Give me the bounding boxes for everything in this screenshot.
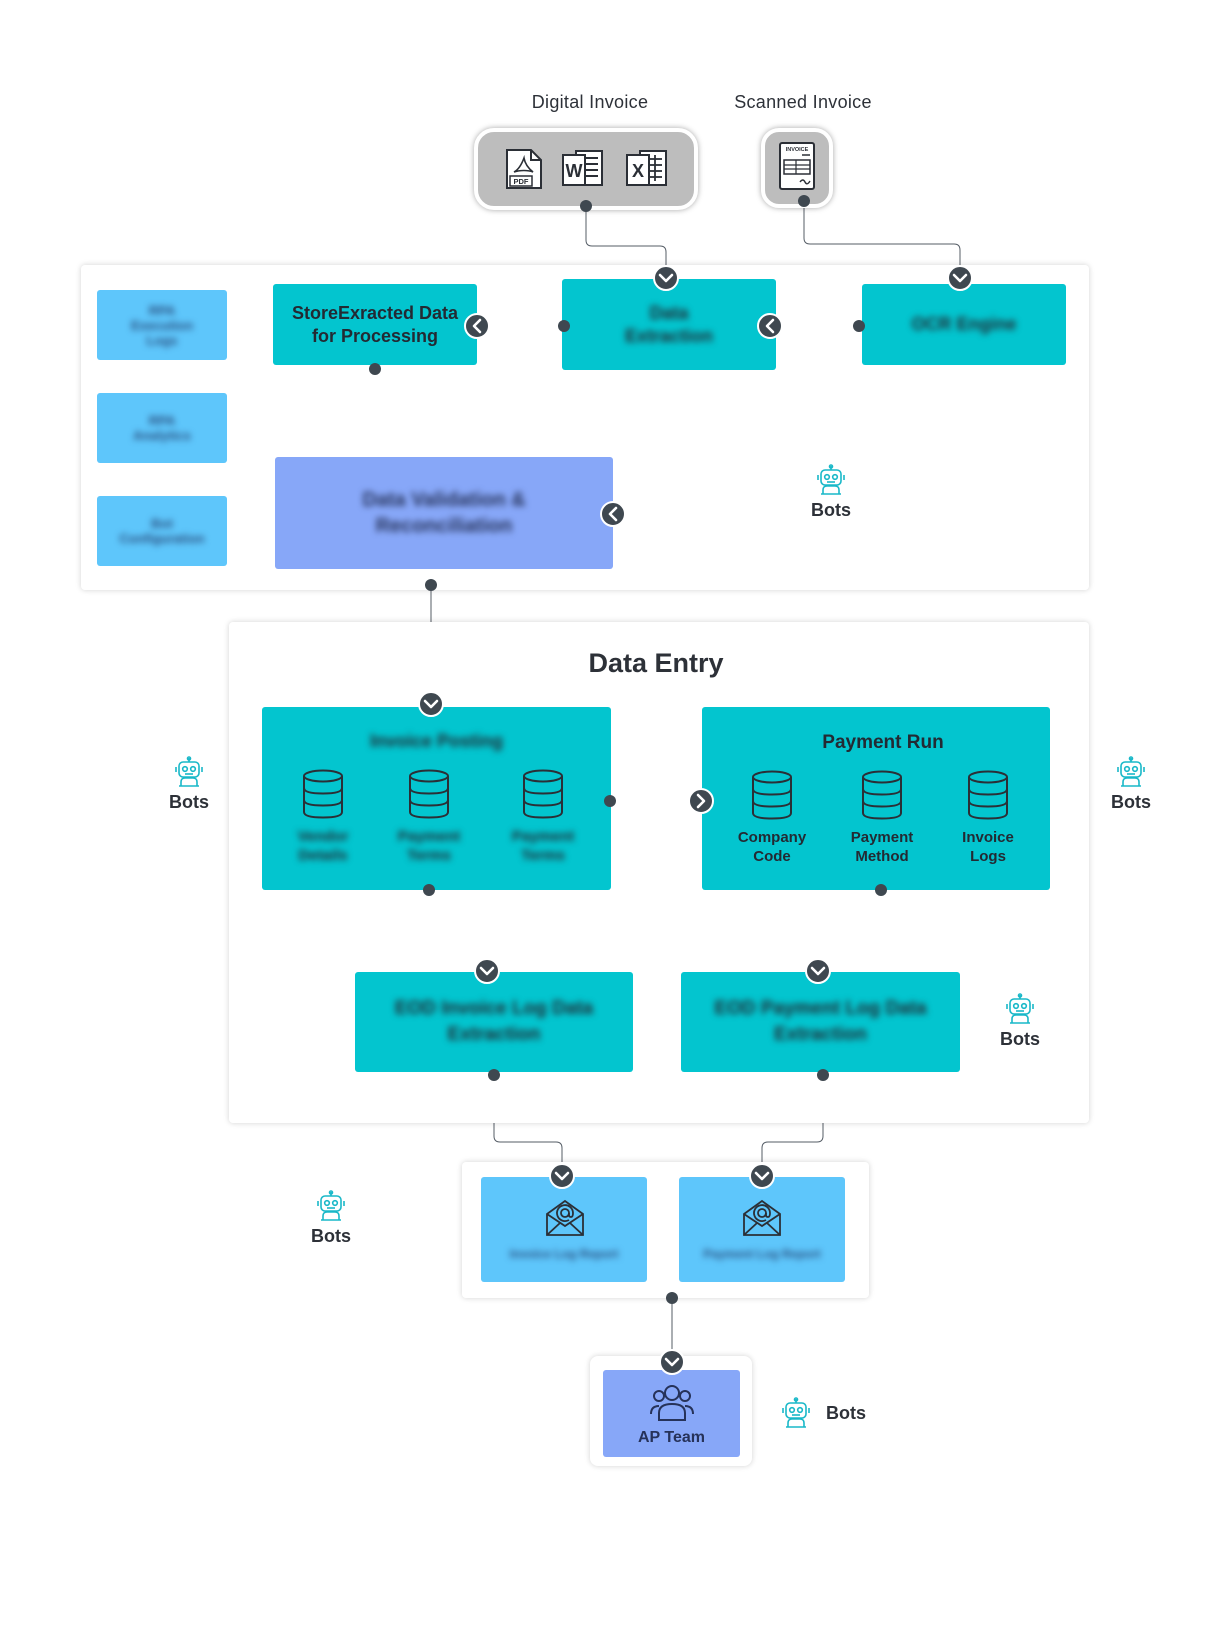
ocr-engine-label: OCR Engine — [911, 314, 1017, 334]
robot-icon — [317, 1190, 345, 1221]
word-document-icon: W — [562, 150, 603, 186]
ocr-engine-box: OCR Engine — [862, 284, 1066, 365]
pdf-file-icon: PDF — [506, 149, 542, 189]
invoice-log-report-label: Invoice Log Report — [509, 1247, 619, 1261]
bots-data-entry-inner: Bots — [985, 993, 1055, 1050]
database-icon — [968, 770, 1008, 820]
invoice-logs-item: Invoice Logs — [943, 770, 1033, 866]
vendor-details-item: Vendor Details — [278, 769, 368, 865]
invoice-posting-title: Invoice Posting — [369, 731, 504, 751]
bots-label: Bots — [826, 1403, 866, 1423]
payment-method-item: Payment Method — [837, 770, 927, 866]
excel-sheet-icon: X — [626, 150, 667, 186]
database-icon — [303, 769, 343, 819]
item-label: Company Code — [737, 829, 807, 865]
bots-data-entry-right: Bots — [1096, 756, 1166, 813]
invoice-posting-box: Invoice Posting Vendor Details Payment T… — [262, 707, 611, 890]
word-letter: W — [566, 161, 583, 181]
digital-invoice-label: Digital Invoice — [531, 92, 649, 112]
sidebar-item-bot-configuration[interactable]: Bot Configuration — [97, 496, 227, 566]
sidebar-item-rpa-execution-logs[interactable]: RPA Execution Logs — [97, 290, 227, 360]
database-icon — [523, 769, 563, 819]
database-icon — [752, 770, 792, 820]
scanned-invoice-icon: INVOICE — [779, 142, 815, 190]
robot-icon — [175, 756, 203, 787]
email-envelope-icon — [743, 1199, 781, 1236]
robot-icon — [1117, 756, 1145, 787]
invoice-tag-text: INVOICE — [786, 147, 809, 153]
item-label: Payment Terms — [397, 828, 461, 864]
bots-label: Bots — [1111, 792, 1151, 812]
bots-label: Bots — [1000, 1029, 1040, 1049]
robot-icon — [817, 464, 845, 495]
payment-log-report-label: Payment Log Report — [703, 1247, 821, 1261]
scanned-invoice-card: INVOICE — [761, 128, 833, 208]
digital-invoice-card: PDF W X — [474, 128, 698, 210]
payment-terms-item-2: Payment Terms — [498, 769, 588, 865]
item-label: Payment Terms — [511, 828, 575, 864]
payment-log-report-box: Payment Log Report — [679, 1177, 845, 1282]
sidebar-item-label: Bot Configuration — [119, 516, 205, 546]
sidebar-item-rpa-analytics[interactable]: RPA Analytics — [97, 393, 227, 463]
sidebar-item-label: RPA Execution Logs — [130, 302, 194, 348]
pdf-badge-text: PDF — [514, 177, 529, 186]
bots-reports: Bots — [296, 1190, 366, 1247]
invoice-log-extraction-box: EOD Invoice Log Data Extraction — [355, 972, 633, 1072]
robot-icon — [1006, 993, 1034, 1024]
email-envelope-icon — [546, 1199, 584, 1236]
invoice-log-report-box: Invoice Log Report — [481, 1177, 647, 1282]
scanned-invoice-label: Scanned Invoice — [734, 92, 872, 112]
data-entry-title: Data Entry — [588, 648, 724, 678]
company-code-item: Company Code — [727, 770, 817, 866]
store-extracted-data-box: StoreExracted Data for Processing — [273, 284, 477, 365]
payment-log-extraction-box: EOD Payment Log Data Extraction — [681, 972, 960, 1072]
excel-letter: X — [632, 161, 644, 181]
data-validation-box: Data Validation & Reconciliation — [275, 457, 613, 569]
data-validation-label: Data Validation & Reconciliation — [362, 489, 526, 537]
bots-ap-team: Bots — [780, 1395, 890, 1431]
database-icon — [409, 769, 449, 819]
data-extraction-box: Data Extraction — [562, 279, 776, 370]
sidebar-item-label: RPA Analytics — [133, 413, 191, 443]
bots-label: Bots — [311, 1226, 351, 1246]
item-label: Payment Method — [850, 829, 914, 865]
robot-icon — [782, 1397, 810, 1428]
payment-run-box: Payment Run Company Code Payment Method … — [702, 707, 1050, 890]
item-label: Vendor Details — [297, 828, 349, 864]
item-label: Invoice Logs — [962, 829, 1014, 865]
ap-team-box: AP Team — [603, 1370, 740, 1457]
store-extracted-label: StoreExracted Data for Processing — [291, 302, 459, 346]
database-icon — [862, 770, 902, 820]
payment-terms-item: Payment Terms — [384, 769, 474, 865]
bots-label: Bots — [811, 500, 851, 520]
bots-data-entry-left: Bots — [154, 756, 224, 813]
payment-log-extraction-label: EOD Payment Log Data Extraction — [714, 998, 927, 1045]
data-extraction-label: Data Extraction — [624, 302, 714, 346]
ap-team-label: AP Team — [638, 1429, 705, 1446]
bots-label: Bots — [169, 792, 209, 812]
payment-run-title: Payment Run — [822, 732, 944, 753]
bots-processing: Bots — [796, 464, 866, 521]
team-group-icon — [650, 1385, 694, 1421]
invoice-log-extraction-label: EOD Invoice Log Data Extraction — [394, 998, 594, 1045]
